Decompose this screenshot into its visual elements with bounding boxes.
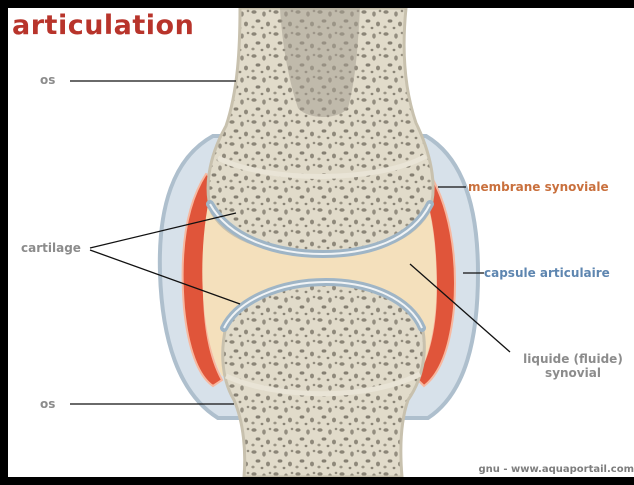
label-liquide-line2: synovial: [508, 366, 634, 380]
lower-bone: [223, 280, 425, 477]
label-liquide-line1: liquide (fluide): [508, 352, 634, 366]
label-os-bottom: os: [40, 397, 55, 411]
label-capsule-articulaire: capsule articulaire: [484, 266, 610, 280]
diagram-panel: articulation os cartilage membrane synov…: [8, 8, 634, 477]
diagram-title: articulation: [12, 10, 194, 41]
label-cartilage: cartilage: [21, 241, 81, 255]
label-os-top: os: [40, 73, 55, 87]
joint-illustration: [8, 8, 634, 477]
label-liquide-synovial: liquide (fluide) synovial: [508, 352, 634, 380]
credit-text: gnu - www.aquaportail.com: [478, 464, 634, 475]
label-membrane-synoviale: membrane synoviale: [468, 180, 609, 194]
